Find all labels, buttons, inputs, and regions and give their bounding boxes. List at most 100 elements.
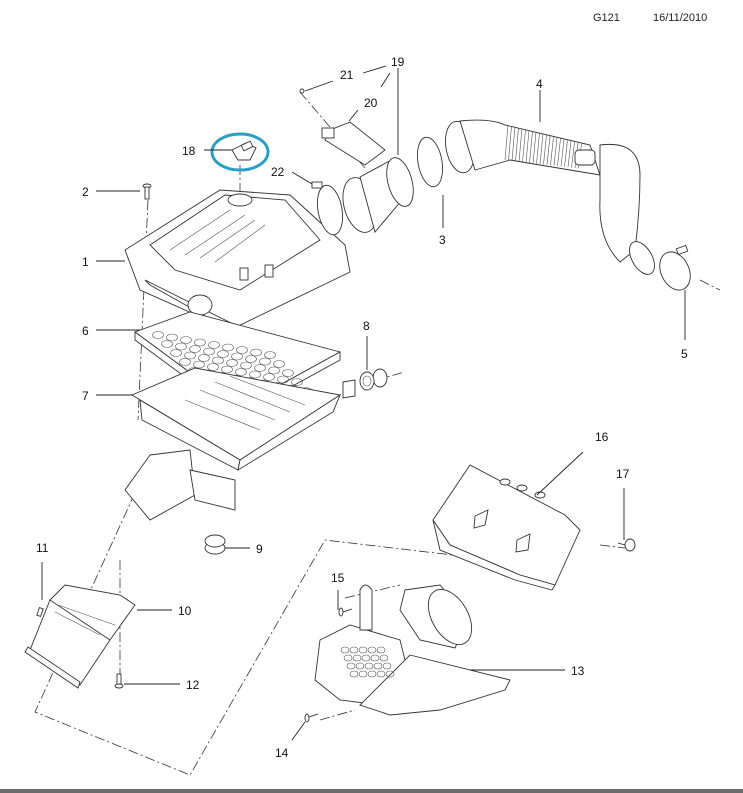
callout-12[interactable]: 12 [186,678,200,692]
mesh-cell [376,670,386,678]
mesh-cell [361,654,371,662]
part-heat-shield[interactable] [432,464,581,591]
honeycomb-cell [291,378,303,386]
honeycomb-cell [221,365,233,374]
honeycomb-cell [208,341,220,349]
honeycomb-cell [184,351,196,360]
hose-corrugation [504,124,582,169]
mesh-cell [385,670,395,678]
corrugation-rib [560,139,565,167]
mesh-cell [352,654,362,662]
part-rubber-mount[interactable] [204,534,226,555]
callout-13[interactable]: 13 [571,664,585,678]
part-hose-clamp-3[interactable] [414,135,446,188]
corrugation-rib [543,134,547,165]
honeycomb-cell [259,357,271,366]
part-sensor[interactable] [231,140,257,161]
corrugation-rib [546,135,551,165]
part-air-cleaner-housing[interactable] [124,367,356,521]
corrugation-rib [557,138,561,167]
honeycomb-cell [226,359,238,367]
part-clip-17[interactable] [617,538,636,552]
part-hose-clamp-22[interactable] [311,181,346,237]
honeycomb-cell [263,373,275,381]
honeycomb-cell [222,343,234,352]
mesh-cell [379,654,389,662]
mesh-cell [355,662,365,670]
diagram-code: G121 [593,12,620,24]
honeycomb-cell [245,355,257,363]
bottom-border [0,789,743,793]
mesh-cell [370,654,380,662]
honeycomb-cell [273,360,285,368]
honeycomb-cell [166,333,178,342]
part-screw-15[interactable] [338,607,353,617]
corrugation-rib [511,126,516,161]
callout-15[interactable]: 15 [331,571,345,585]
mesh-cell [364,662,374,670]
part-mass-air-flow-sensor-assembly[interactable] [337,155,418,236]
corrugation-rib [508,125,512,161]
part-air-intake-hose[interactable] [442,119,660,279]
mesh-cell [343,654,353,662]
callout-8[interactable]: 8 [363,319,370,333]
callout-19[interactable]: 19 [391,55,405,69]
callout-7[interactable]: 7 [82,389,89,403]
callout-21[interactable]: 21 [340,68,354,82]
honeycomb-cell [264,351,276,359]
part-air-cleaner-cover[interactable] [124,189,351,331]
callout-5[interactable]: 5 [681,347,688,361]
honeycomb-cell [203,347,215,356]
mesh-cell [349,646,359,654]
honeycomb-cell [207,363,219,371]
mesh-cell [382,662,392,670]
part-grommet[interactable] [359,368,388,391]
callout-16[interactable]: 16 [595,430,609,444]
callout-2[interactable]: 2 [82,185,89,199]
callout-17[interactable]: 17 [616,467,630,481]
part-screw-21[interactable] [299,88,305,94]
corrugation-rib [539,133,544,165]
callout-20[interactable]: 20 [364,96,378,110]
callout-14[interactable]: 14 [275,746,289,760]
part-air-inlet-duct[interactable] [24,584,136,689]
callout-18[interactable]: 18 [182,144,196,158]
part-mass-air-flow-sensor[interactable] [321,121,386,166]
callout-11[interactable]: 11 [36,541,49,555]
mesh-cell [358,646,368,654]
honeycomb-cell [194,338,206,347]
part-clip-11[interactable] [36,606,44,618]
callout-10[interactable]: 10 [178,604,192,618]
honeycomb-cell [152,331,164,339]
callout-labels: 1 2 3 4 5 6 7 8 9 10 11 12 13 14 15 16 1… [36,55,688,760]
corrugation-rib [532,132,537,164]
callout-4[interactable]: 4 [536,77,543,91]
honeycomb-cell [180,336,192,344]
callout-3[interactable]: 3 [439,233,446,247]
part-resonator-duct[interactable] [314,582,511,716]
callout-6[interactable]: 6 [82,324,89,338]
corrugation-rib [564,140,568,167]
honeycomb-cell [249,370,261,379]
mesh-cell [346,662,356,670]
leader-lines [41,65,686,741]
honeycomb-cell [240,361,252,370]
honeycomb-cell [236,346,248,354]
honeycomb-cell [189,345,201,353]
callout-1[interactable]: 1 [82,255,89,269]
honeycomb-cell [231,352,243,361]
corrugation-rib [536,133,540,164]
honeycomb-cell [175,342,187,351]
part-hose-clamp-5[interactable] [654,244,696,295]
honeycomb-cell [217,350,229,358]
callout-22[interactable]: 22 [271,165,285,179]
part-screw-14[interactable] [304,713,319,723]
part-push-rivet[interactable] [114,673,124,689]
diagram-date: 16/11/2010 [653,12,708,24]
mesh-cell [376,646,386,654]
corrugation-rib [518,128,523,162]
callout-9[interactable]: 9 [256,542,263,556]
honeycomb-cell [277,375,289,384]
part-cover-screw[interactable] [142,183,152,200]
